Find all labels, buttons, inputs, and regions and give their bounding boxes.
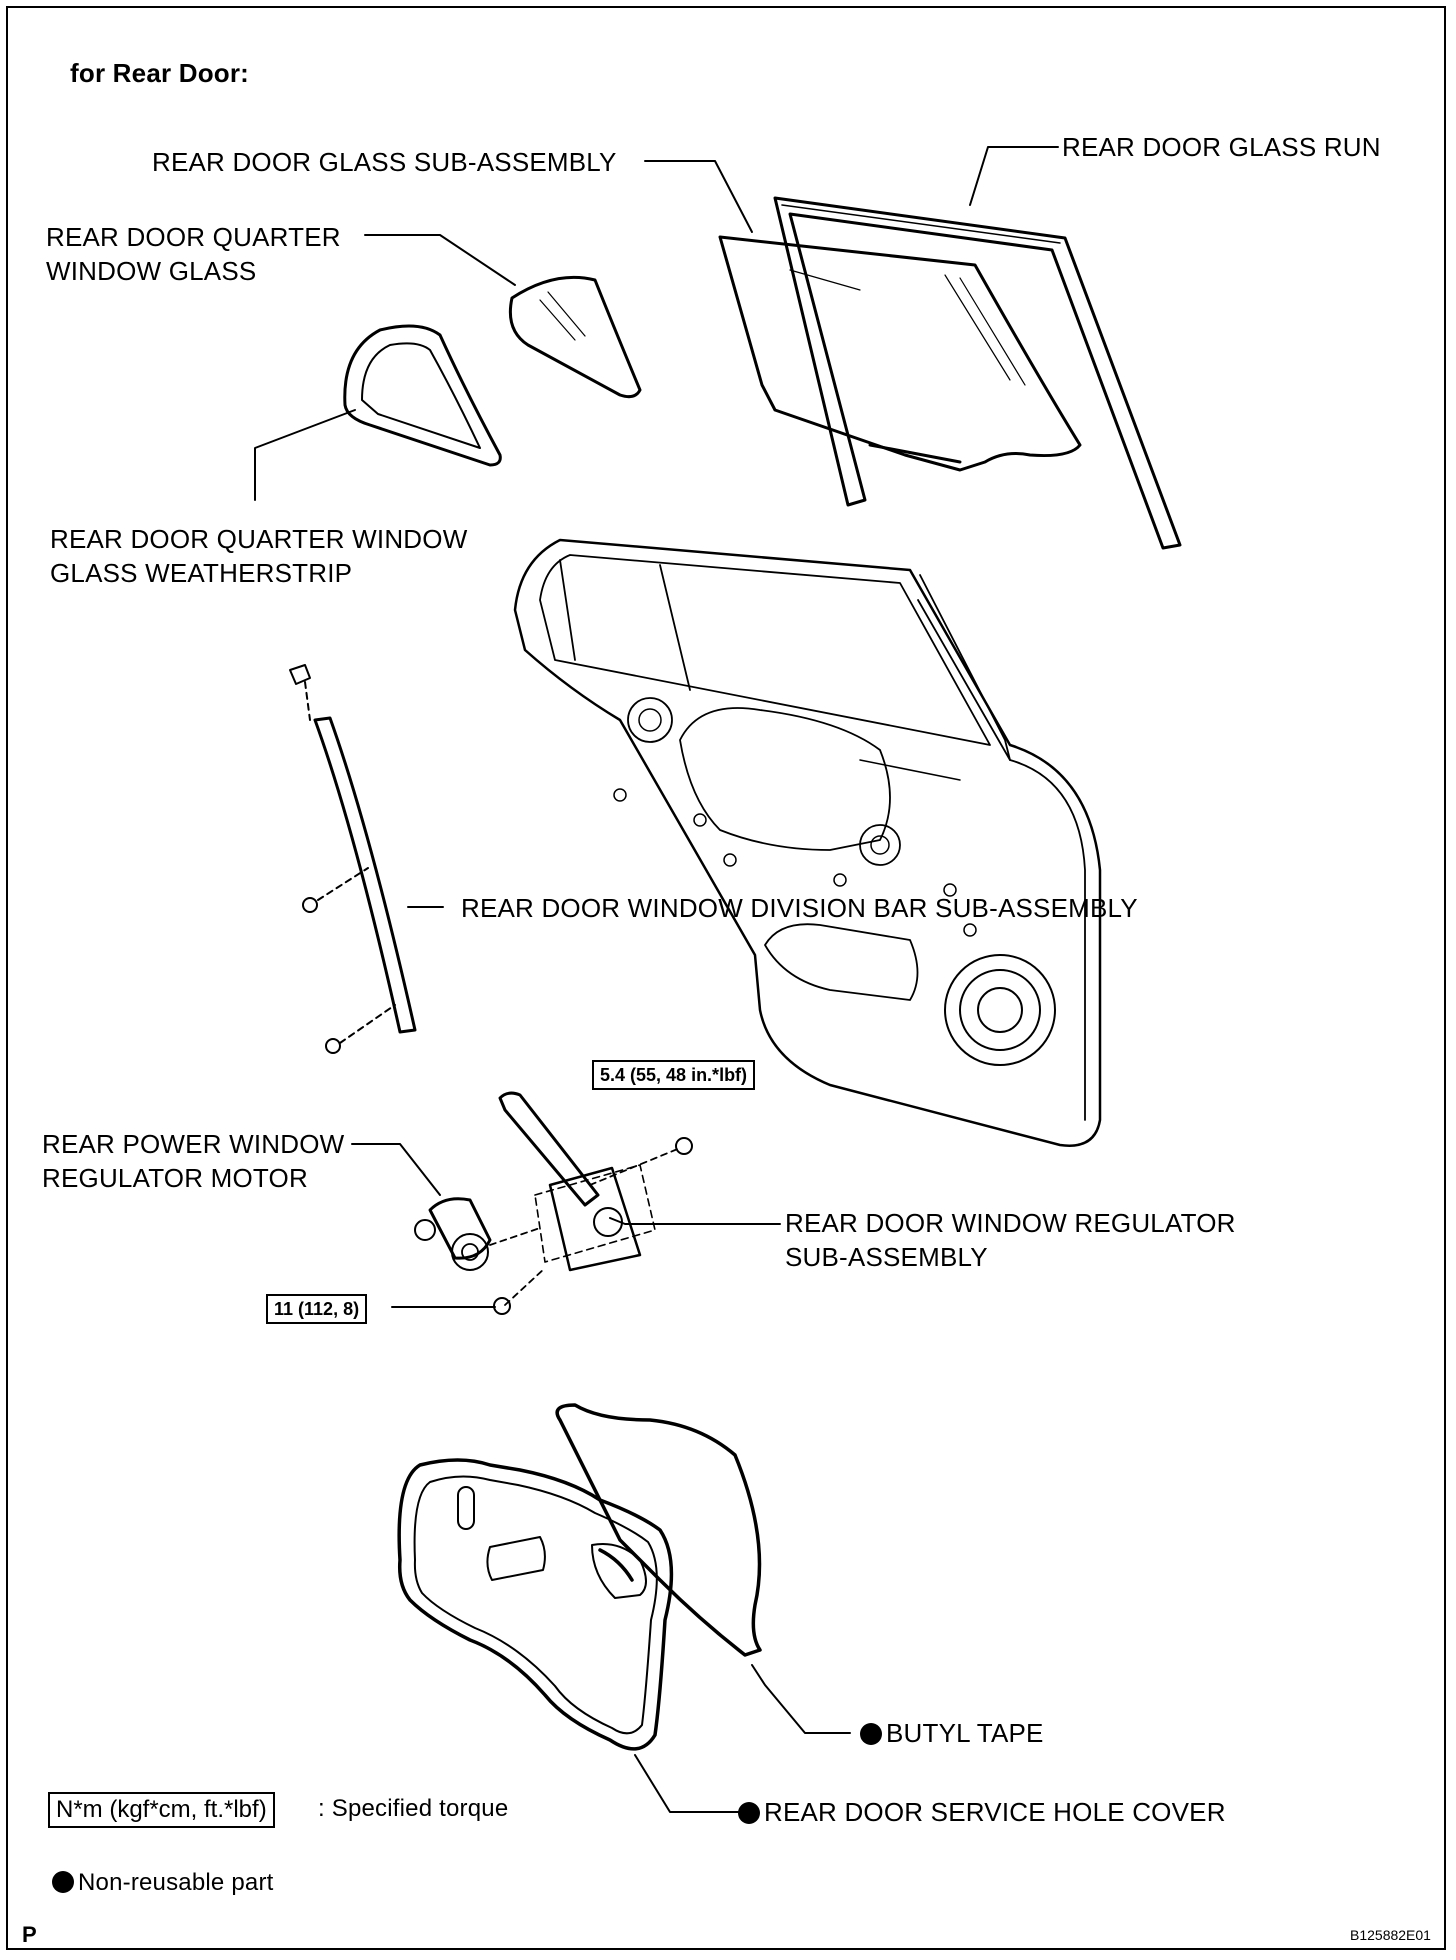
label-glass-sub-assembly: REAR DOOR GLASS SUB-ASSEMBLY (152, 147, 617, 177)
label-quarter-window-glass-line2: WINDOW GLASS (46, 256, 257, 286)
label-division-bar: REAR DOOR WINDOW DIVISION BAR SUB-ASSEMB… (461, 893, 1138, 923)
label-quarter-weatherstrip-line2: GLASS WEATHERSTRIP (50, 558, 353, 588)
non-reusable-dot-icon (738, 1802, 760, 1824)
label-regulator-line2: SUB-ASSEMBLY (785, 1242, 988, 1272)
window-regulator-part (498, 1091, 693, 1272)
non-reusable-dot-icon (860, 1723, 882, 1745)
quarter-weatherstrip-part (343, 324, 502, 467)
torque-motor-bolt: 11 (112, 8) (266, 1294, 368, 1324)
glass-run-part (773, 196, 1182, 550)
label-motor-line1: REAR POWER WINDOW (42, 1129, 345, 1159)
legend-non-reusable: Non-reusable part (52, 1866, 274, 1900)
legend-non-reusable-text: Non-reusable part (78, 1869, 274, 1896)
non-reusable-dot-icon (52, 1871, 74, 1893)
figure-code: B125882E01 (1350, 1927, 1431, 1943)
label-service-hole-cover: REAR DOOR SERVICE HOLE COVER (738, 1795, 1226, 1829)
footer-left-mark: P (22, 1922, 37, 1947)
diagram-title: for Rear Door: (70, 58, 250, 88)
butyl-tape-text: BUTYL TAPE (886, 1718, 1044, 1748)
quarter-window-glass-part (508, 275, 642, 399)
legend-torque-desc: : Specified torque (318, 1795, 509, 1822)
service-hole-cover-text: REAR DOOR SERVICE HOLE COVER (764, 1797, 1226, 1827)
legend-torque-units: N*m (kgf*cm, ft.*lbf) (48, 1792, 275, 1828)
regulator-motor-part (414, 1197, 546, 1315)
label-glass-run: REAR DOOR GLASS RUN (1062, 132, 1381, 162)
label-quarter-window-glass-line1: REAR DOOR QUARTER (46, 222, 341, 252)
glass-sub-assembly-part (718, 235, 1082, 472)
leader-lines (254, 146, 1059, 1813)
rear-door-panel (513, 538, 1102, 1147)
label-quarter-weatherstrip-line1: REAR DOOR QUARTER WINDOW (50, 524, 468, 554)
division-bar-part (289, 664, 417, 1054)
diagram-frame (6, 6, 1446, 1950)
label-motor-line2: REGULATOR MOTOR (42, 1163, 308, 1193)
label-regulator-line1: REAR DOOR WINDOW REGULATOR (785, 1208, 1236, 1238)
service-hole-cover-part (397, 1403, 762, 1751)
torque-regulator-bolt: 5.4 (55, 48 in.*lbf) (592, 1060, 756, 1090)
label-butyl-tape: BUTYL TAPE (860, 1716, 1044, 1750)
